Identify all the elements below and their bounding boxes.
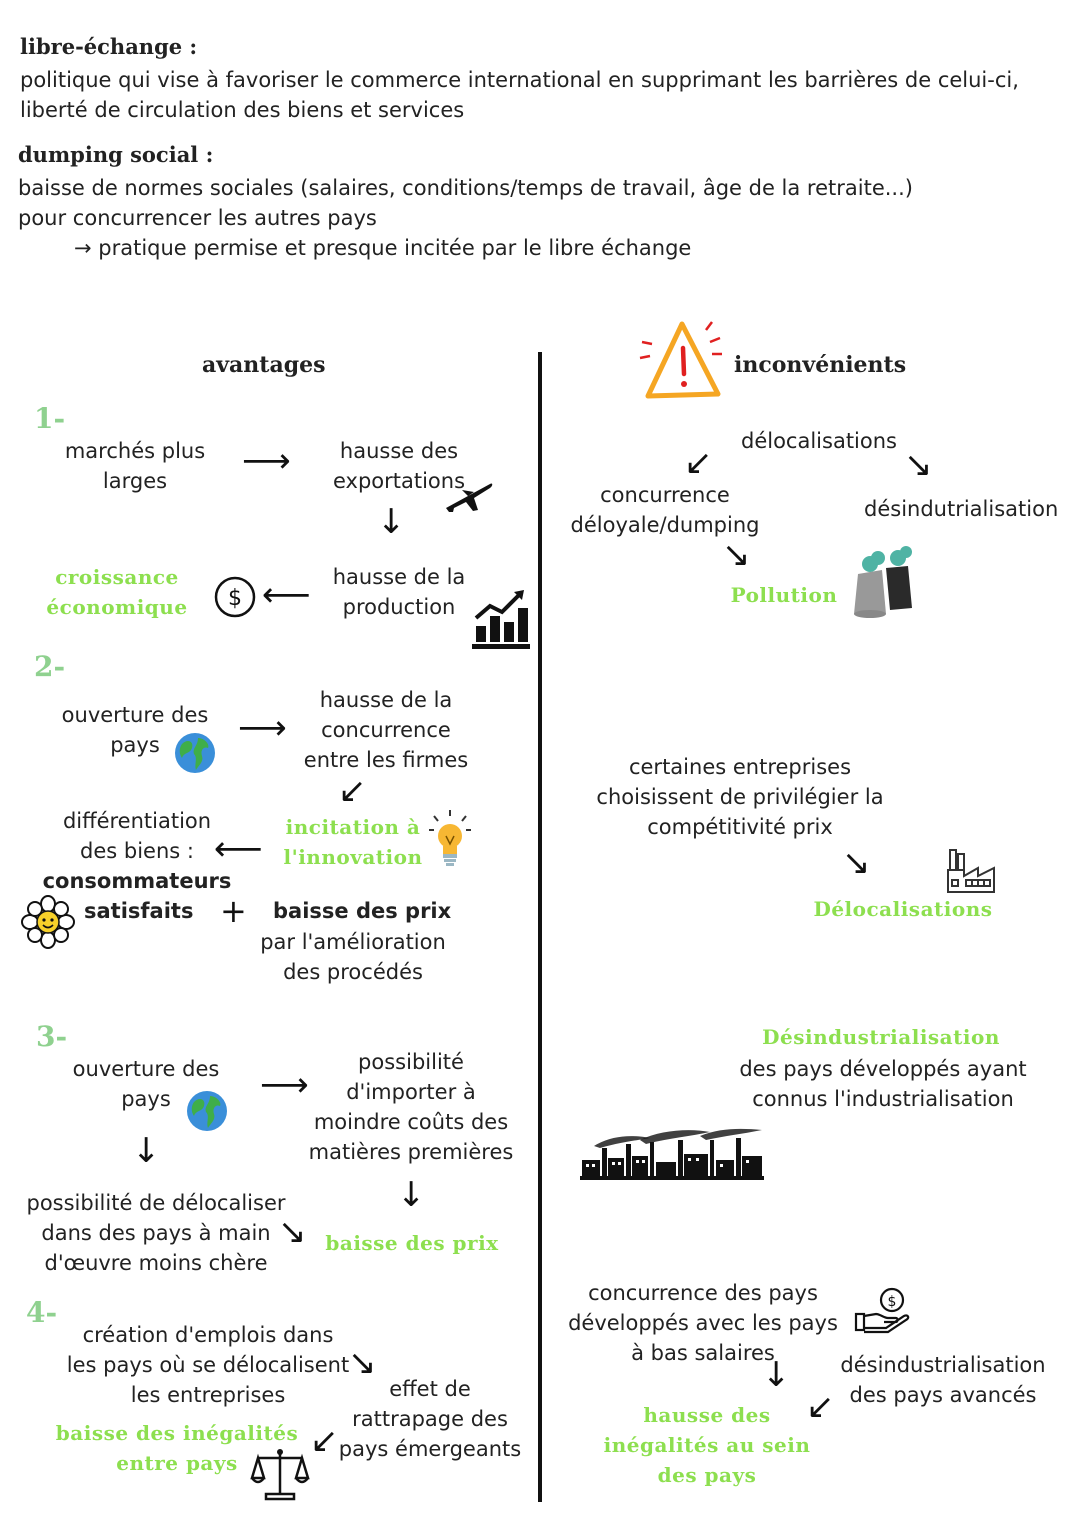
desindustrialisation-pays-avances: désindustrialisation des pays avancés — [840, 1353, 1046, 1407]
croissance-economique: croissance économique — [46, 565, 188, 619]
arrow-right: ⟶ — [238, 708, 287, 748]
arrow-down-right: ↘ — [904, 445, 933, 485]
arrow-down-left: ↙ — [684, 443, 713, 483]
arrow-down-right: ↘ — [278, 1212, 307, 1252]
ouverture-des-pays: ouverture des pays — [72, 1057, 220, 1111]
differentiation-biens: différentiation des biens : — [62, 809, 212, 863]
globe-icon — [187, 1091, 227, 1131]
section-number-2: 2- — [34, 650, 66, 683]
arrow-down-right: ↘ — [842, 843, 871, 883]
hausse-production: hausse de la production — [332, 565, 466, 619]
hausse-concurrence: hausse de la concurrence entre les firme… — [303, 688, 469, 772]
arrow-right: ⟶ — [260, 1065, 309, 1105]
arrow-down: ↓ — [762, 1355, 791, 1395]
delocalisations: délocalisations — [741, 429, 897, 453]
concurrence-deloyale: concurrence déloyale/dumping — [570, 483, 760, 537]
marches-plus-larges: marchés plus larges — [64, 439, 206, 493]
column-divider — [538, 352, 542, 1502]
globe-icon — [175, 733, 215, 773]
section-number-4: 4- — [26, 1296, 58, 1329]
concurrence-pays: concurrence des pays développés avec les… — [568, 1281, 838, 1365]
arrow-down-left: ↙ — [338, 771, 367, 811]
effet-rattrapage: effet de rattrapage des pays émergeants — [338, 1377, 522, 1461]
scales-icon — [250, 1449, 310, 1501]
dumping-title: dumping social : — [18, 142, 214, 167]
libre-echange-text: politique qui vise à favoriser le commer… — [20, 68, 1019, 122]
growth-chart-icon — [472, 590, 530, 649]
arrow-down-left: ↙ — [806, 1387, 835, 1427]
arrow-left: ⟵ — [214, 829, 263, 869]
possibilite-delocaliser: possibilité de délocaliser dans des pays… — [26, 1191, 286, 1275]
arrow-down: ↓ — [132, 1131, 161, 1171]
creation-emplois: création d'emplois dans les pays où se d… — [66, 1323, 350, 1407]
certaines-entreprises: certaines entreprises choisissent de pri… — [596, 755, 884, 839]
plus-sign: + — [220, 892, 247, 930]
desindutrialisation: désindutrialisation — [864, 497, 1059, 521]
flower-icon — [21, 895, 75, 949]
airplane-icon — [446, 483, 493, 512]
inconvenients-title: inconvénients — [734, 352, 907, 378]
consommateurs: consommateurs — [42, 869, 232, 893]
dumping-note: → pratique permise et presque incitée pa… — [74, 236, 692, 260]
baisse-des-prix: baisse des prix — [273, 899, 452, 923]
arrow-down: ↓ — [397, 1175, 426, 1215]
arrow-down-right: ↘ — [348, 1343, 377, 1383]
avantages-title: avantages — [202, 352, 326, 378]
money-hand-icon: $ — [854, 1287, 910, 1334]
pollution-icon — [854, 546, 912, 618]
arrow-down: ↓ — [377, 502, 406, 542]
baisse-inegalites: baisse des inégalités entre pays — [55, 1421, 299, 1475]
incitation-innovation: incitation à l'innovation — [283, 815, 423, 869]
satisfaits: satisfaits — [84, 899, 194, 923]
baisse-des-prix-green: baisse des prix — [325, 1231, 499, 1255]
section-number-3: 3- — [36, 1020, 68, 1053]
dollar-icon: $ — [214, 576, 256, 618]
arrow-down-right: ↘ — [722, 535, 751, 575]
ouverture-des-pays: ouverture des pays — [61, 703, 209, 757]
svg-text:$: $ — [228, 586, 242, 611]
warning-icon — [639, 321, 722, 399]
hausse-exportations: hausse des exportations — [332, 439, 466, 493]
delocalisations-green: Délocalisations — [813, 897, 993, 921]
dumping-text: baisse de normes sociales (salaires, con… — [18, 176, 913, 230]
hausse-inegalites: hausse des inégalités au sein des pays — [603, 1403, 811, 1487]
factory-icon — [947, 849, 995, 893]
lightbulb-icon — [429, 810, 471, 866]
svg-text:$: $ — [888, 1294, 897, 1310]
amelioration-procedes: par l'amélioration des procédés — [260, 930, 446, 984]
arrow-right: ⟶ — [242, 441, 291, 481]
industrial-skyline-icon — [580, 1128, 764, 1180]
desindustrialisation-text: des pays développés ayant connus l'indus… — [739, 1057, 1027, 1111]
arrow-left: ⟵ — [262, 575, 311, 615]
libre-echange-title: libre-échange : — [20, 34, 198, 59]
desindustrialisation-green: Désindustrialisation — [762, 1025, 1000, 1049]
possibilite-importer: possibilité d'importer à moindre coûts d… — [308, 1050, 514, 1164]
arrow-down-left: ↙ — [310, 1421, 339, 1461]
section-number-1: 1- — [34, 402, 66, 435]
pollution: Pollution — [730, 583, 838, 607]
